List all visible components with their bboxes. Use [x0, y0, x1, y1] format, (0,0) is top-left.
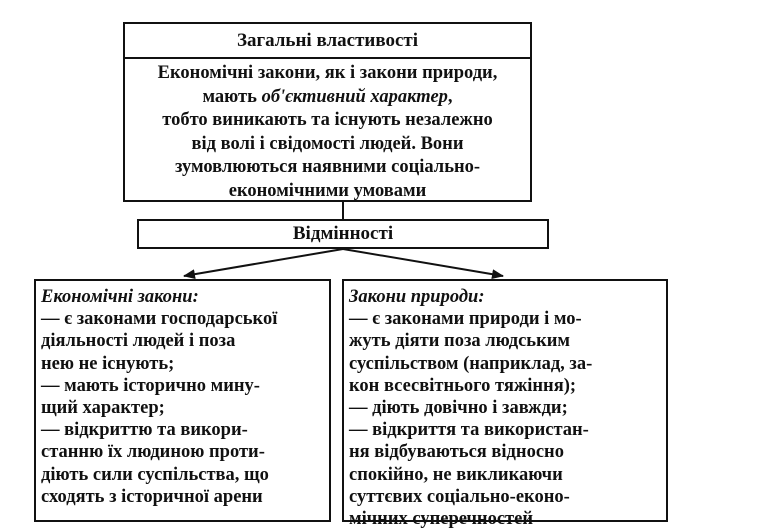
general-line: зумовлюються наявними соціально-	[174, 157, 481, 178]
general-line: від волі і свідомості людей. Вони	[191, 133, 464, 154]
nature-laws-line: мічних суперечностей	[349, 509, 534, 530]
general-properties-box: Загальні властивості Економічні закони, …	[123, 22, 532, 202]
general-line-part: мають	[202, 86, 262, 107]
general-line: тобто виникають та існують незалежно	[162, 110, 493, 131]
nature-laws-line: кон всесвітнього тяжіння);	[349, 375, 577, 396]
nature-laws-box: Закони природи: — є законами природи і м…	[342, 279, 668, 529]
economic-laws-title: Економічні закони:	[41, 287, 199, 307]
general-properties-text: Економічні закони, як і закони природи, …	[125, 59, 530, 204]
general-line: Економічні закони, як і закони природи,	[157, 63, 498, 83]
arrow-to-economic	[183, 248, 344, 280]
nature-laws-line: — діють довічно і завжди;	[349, 398, 568, 419]
nature-laws-line: суспільством (наприклад, за-	[349, 353, 593, 374]
economic-laws-box: Економічні закони: — є законами господар…	[34, 279, 331, 522]
differences-box: Відмінності	[137, 219, 549, 249]
economic-laws-line: — є законами господарської	[41, 309, 278, 330]
economic-laws-line: діяльності людей і поза	[41, 331, 236, 352]
economic-laws-line: сходять з історичної арени	[41, 486, 263, 507]
general-line: мають об'єктивний характер,	[125, 86, 530, 110]
objective-character-emphasis: об'єктивний характер	[261, 86, 448, 107]
nature-laws-line: спокійно, не викликаючи	[349, 464, 563, 485]
nature-laws-line: — є законами природи і мо-	[349, 309, 582, 330]
differences-title: Відмінності	[292, 223, 394, 244]
general-properties-title: Загальні властивості	[125, 24, 530, 59]
economic-laws-line: щий характер;	[41, 398, 165, 419]
nature-laws-line: — відкриття та використан-	[349, 420, 589, 441]
nature-laws-line: ня відбуваються відносно	[349, 442, 564, 463]
economic-laws-line: діють сили суспільства, що	[41, 464, 269, 485]
economic-laws-line: станню їх людиною проти-	[41, 442, 265, 463]
nature-laws-line: суттєвих соціально-еконо-	[349, 486, 570, 507]
economic-laws-line: — відкриттю та викори-	[41, 420, 248, 441]
general-line-part: ,	[447, 86, 453, 107]
nature-laws-line: жуть діяти поза людським	[349, 331, 570, 352]
economic-laws-line: — мають історично мину-	[41, 375, 260, 396]
general-line: економічними умовами	[228, 180, 427, 201]
arrow-to-nature	[342, 248, 504, 280]
nature-laws-title: Закони природи:	[349, 287, 485, 307]
economic-laws-line: нею не існують;	[41, 353, 175, 374]
